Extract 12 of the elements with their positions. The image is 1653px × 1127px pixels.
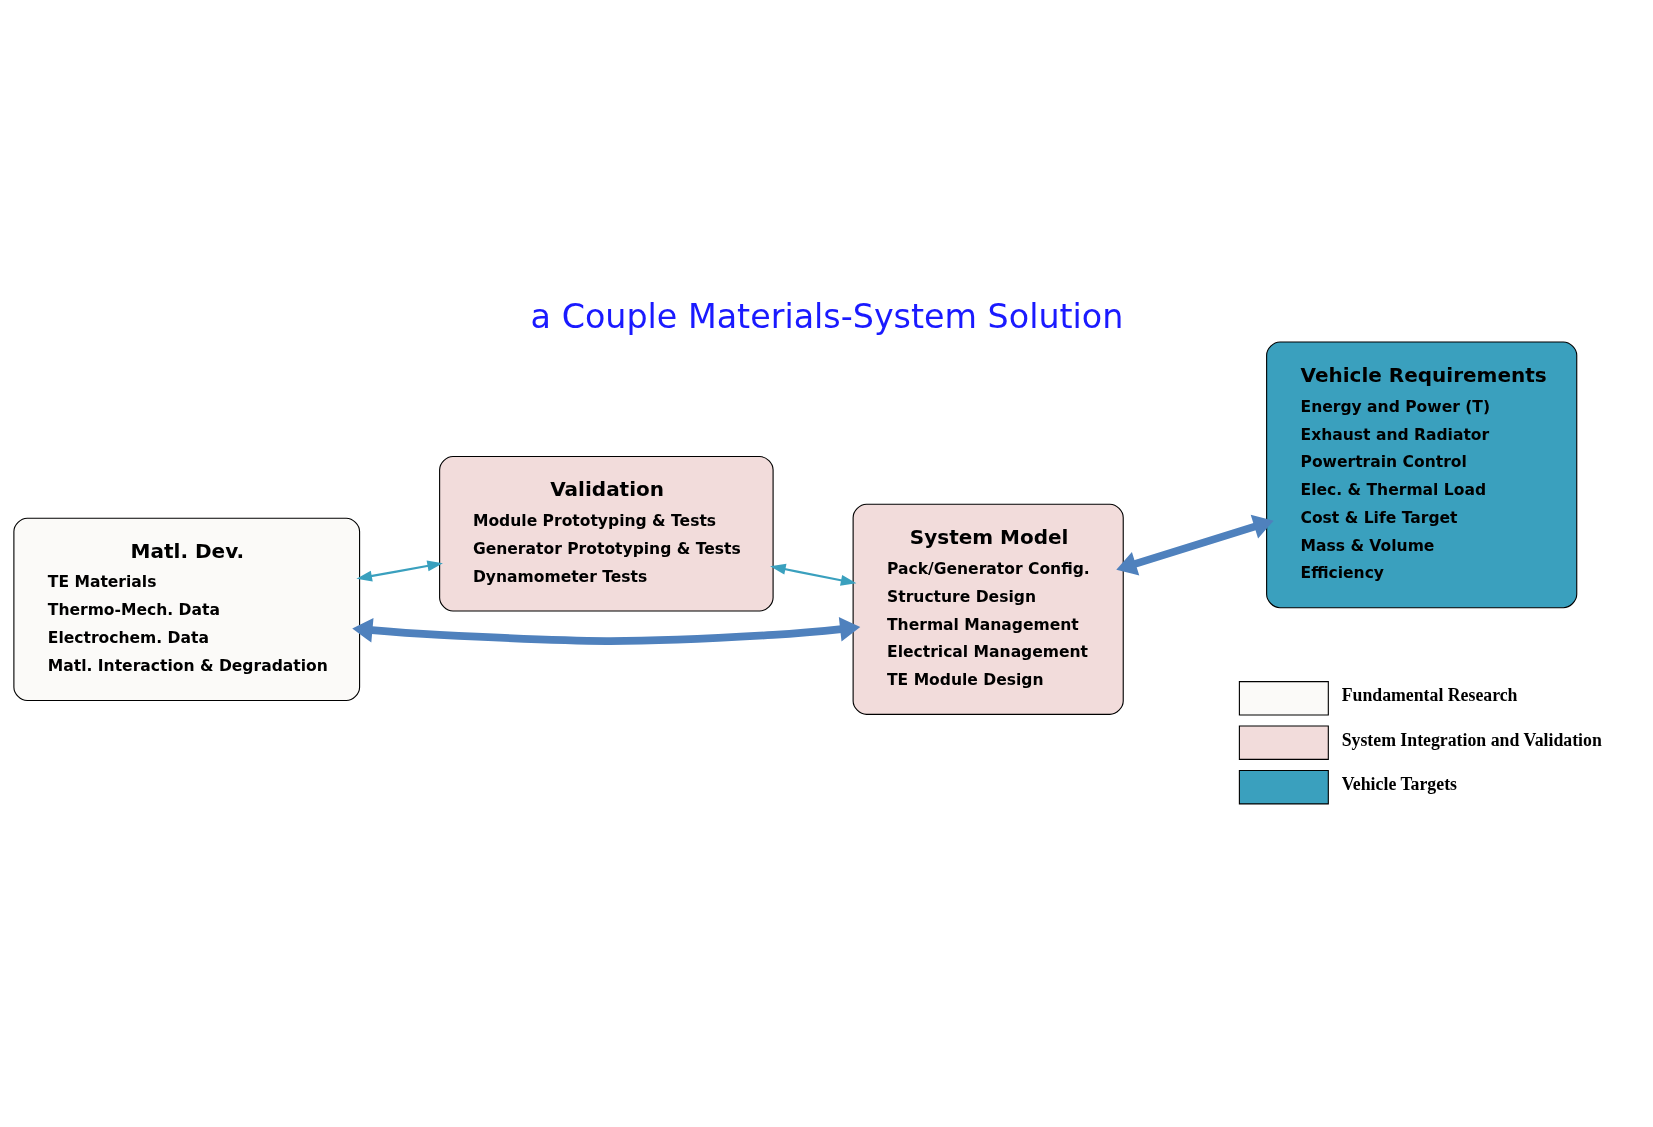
node-box: System Model Pack/Generator Config. Structure Design Thermal Management Electrical Management TE Module Design bbox=[852, 503, 1124, 715]
legend-label: Fundamental Research bbox=[1341, 685, 1517, 706]
node-box: Validation Module Prototyping & Tests Generator Prototyping & Tests Dynamometer Tests bbox=[438, 455, 774, 612]
node-box: Vehicle Requirements Energy and Power (T) Exhaust and Radiator Powertrain Control Elec. & Thermal Load Cost & Life Target Mass & Volume Efficiency bbox=[1265, 341, 1577, 609]
arrow bbox=[355, 560, 443, 582]
legend-label: Vehicle Targets bbox=[1341, 774, 1457, 795]
diagram-title: a Couple Materials-System Solution bbox=[530, 296, 1123, 336]
arrow bbox=[769, 563, 856, 586]
arrow bbox=[1115, 514, 1274, 576]
arrow bbox=[351, 616, 860, 645]
legend-label: System Integration and Validation bbox=[1341, 729, 1602, 750]
node-box: Matl. Dev. TE Materials Thermo-Mech. Data Electrochem. Data Matl. Interaction & Degradation bbox=[12, 517, 360, 702]
